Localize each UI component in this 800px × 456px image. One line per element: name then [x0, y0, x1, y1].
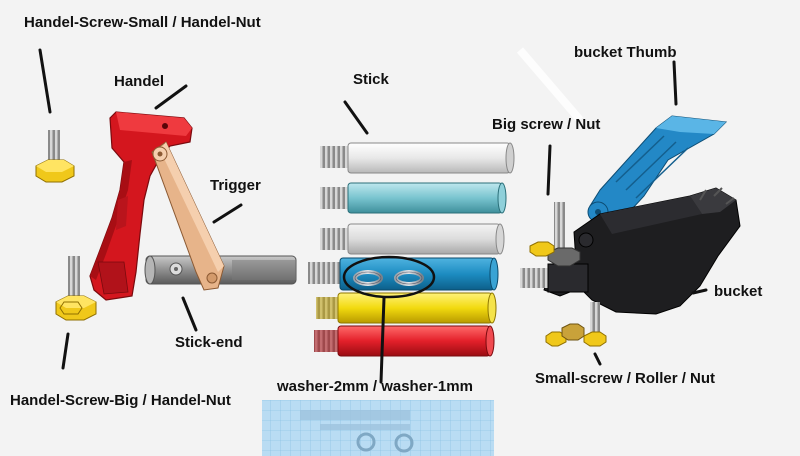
label-bucket-thumb: bucket Thumb	[574, 44, 677, 61]
label-washers: washer-2mm / washer-1mm	[277, 378, 473, 395]
label-handle-screw-small: Handel-Screw-Small / Handel-Nut	[24, 14, 261, 31]
leader-stick-end	[181, 296, 198, 332]
label-stick: Stick	[353, 71, 389, 88]
handle-screw-big	[55, 256, 97, 321]
stick-yellow	[316, 292, 497, 324]
handle	[89, 111, 193, 301]
bucket	[520, 187, 741, 315]
leader-washers	[379, 296, 386, 384]
big-screw-nut	[529, 202, 581, 267]
label-stick-end: Stick-end	[175, 334, 243, 351]
leader-lines	[38, 48, 708, 384]
label-trigger: Trigger	[210, 177, 261, 194]
leader-bucket-thumb	[672, 60, 678, 106]
label-small-screw: Small-screw / Roller / Nut	[535, 370, 716, 387]
leader-trigger	[212, 203, 243, 224]
leader-handle	[154, 84, 188, 110]
stick-red	[314, 325, 495, 357]
leader-stick	[343, 100, 369, 135]
label-bucket: bucket	[714, 283, 763, 300]
leader-bucket	[691, 288, 708, 295]
trigger	[151, 141, 225, 291]
bucket-thumb	[587, 115, 728, 223]
stick-white	[320, 142, 515, 174]
label-big-screw: Big screw / Nut	[492, 116, 601, 133]
washers	[342, 255, 436, 299]
stick-group	[308, 142, 515, 357]
label-handle-screw-big: Handel-Screw-Big / Handel-Nut	[10, 392, 231, 409]
label-handle: Handel	[114, 73, 165, 90]
small-screw-roller-nut	[545, 302, 607, 347]
leader-big-screw	[546, 144, 552, 196]
handle-screw-small	[35, 130, 75, 183]
leader-handle-screw-small	[38, 48, 52, 114]
workplane-grid	[262, 400, 494, 456]
glare	[516, 47, 584, 123]
leader-small-screw	[593, 352, 602, 366]
stick-cyan	[320, 182, 507, 214]
stick-light	[320, 223, 505, 255]
leader-handle-screw-big	[61, 332, 70, 370]
